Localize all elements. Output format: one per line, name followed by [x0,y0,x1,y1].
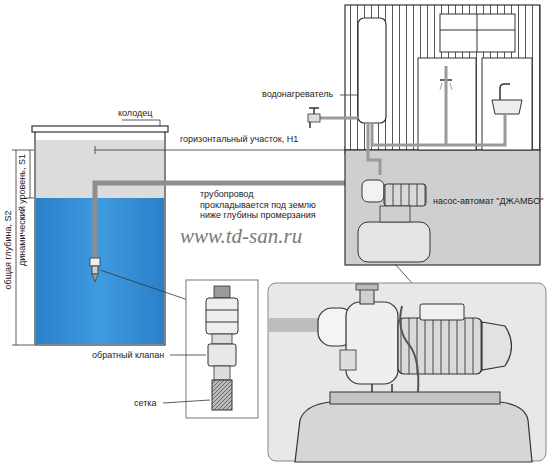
tap [308,108,320,128]
leader-line [100,270,188,300]
valve-detail [186,280,258,418]
well [32,126,168,345]
part-label: водонагреватель [262,89,333,100]
pipeline [95,183,362,262]
part-label: колодец [118,108,152,119]
note: трубопровод прокладывается под землю ниж… [200,189,322,221]
leader-line [163,400,210,403]
leader-line [122,120,160,121]
dimension-label: общая глубина, S2 [3,210,14,289]
part-label: обратный клапан [92,350,164,361]
pump [358,180,430,262]
leader-line [160,120,161,126]
dimension-label: горизонтальный участок, Н1 [180,134,298,145]
dimension-label: динамический уровень, S1 [17,154,28,266]
leader-line [170,355,206,356]
leader-line [395,264,412,283]
pump-detail [268,283,546,462]
house [308,5,540,265]
leader-line [340,95,358,96]
watermark: www.td-san.ru [180,224,302,248]
dimension-lines [12,150,34,345]
part-label: сетка [134,398,156,409]
dimension-line [95,146,345,154]
part-label: насос-автомат "ДЖАМБО" [433,196,543,207]
check-valve [90,258,100,282]
